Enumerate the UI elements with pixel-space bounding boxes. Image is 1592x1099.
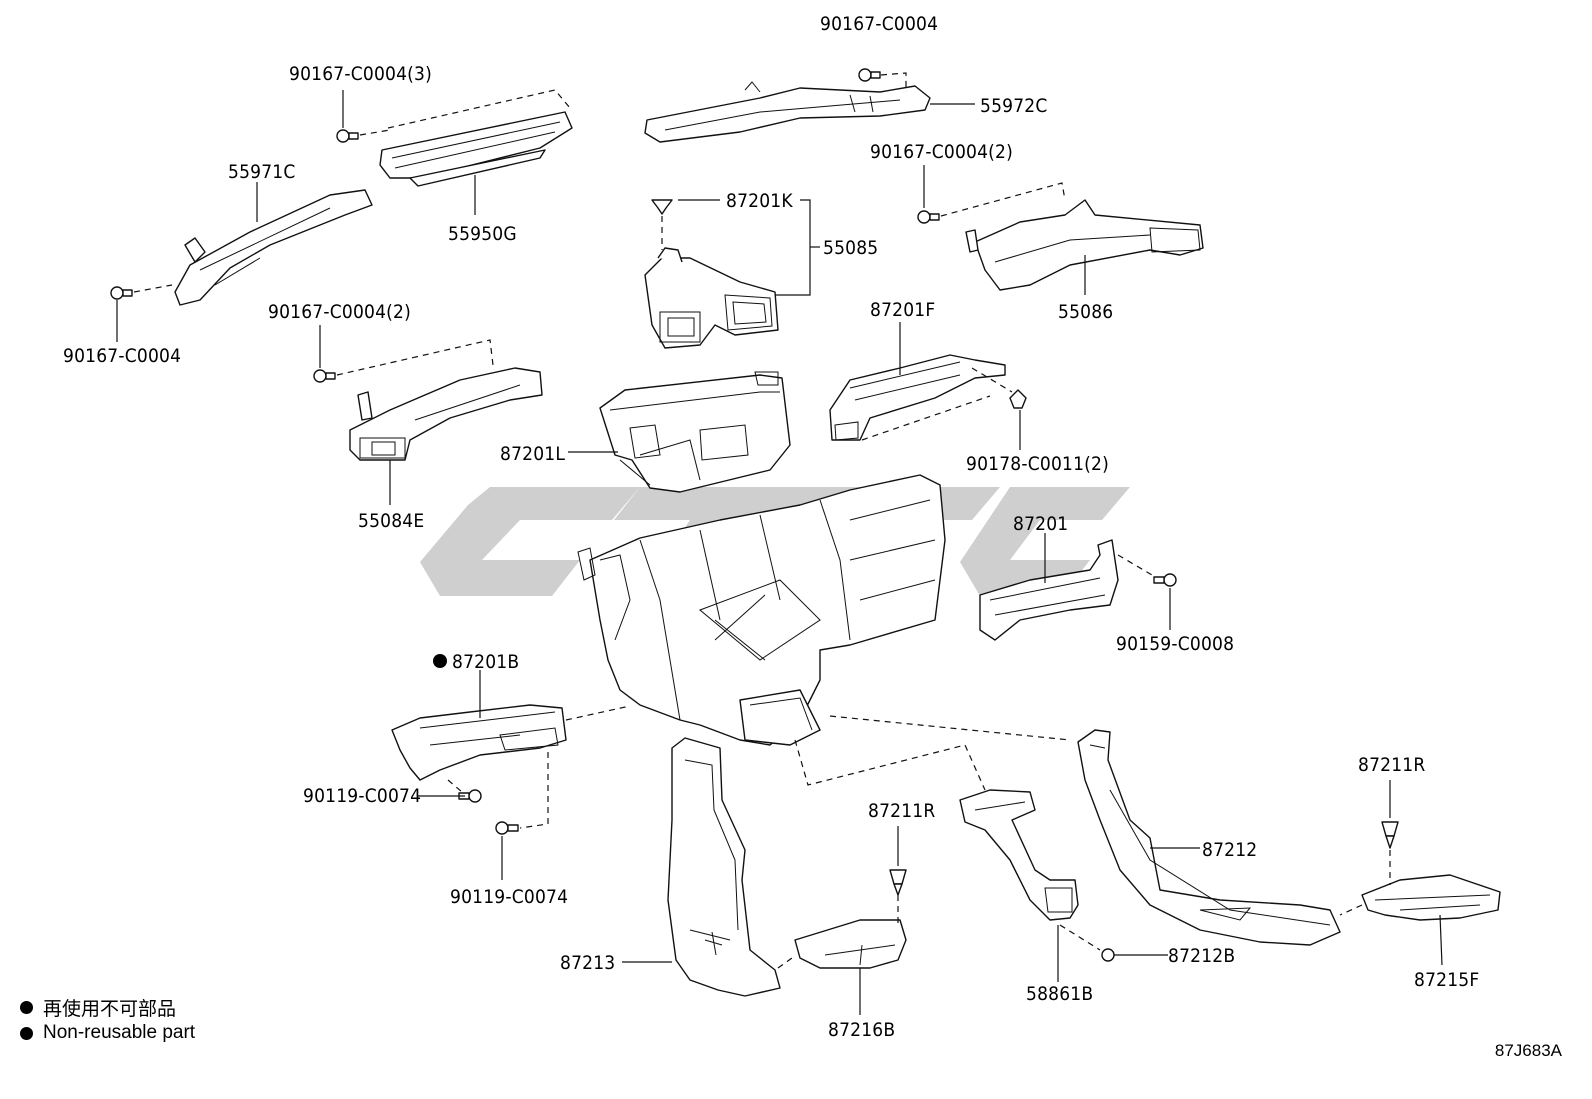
diagram-code: 87J683A [1494, 1041, 1562, 1060]
bolt-90167-2b [917, 210, 940, 224]
duct-87212 [1077, 729, 1341, 946]
label-55085: 55085 [823, 237, 878, 259]
plate-87216b [794, 919, 907, 969]
legend-text-en: Non-reusable part [43, 1022, 196, 1043]
label-90167-2a: 90167-C0004(2) [268, 301, 411, 323]
duct-55084e [349, 367, 543, 461]
bolt-90178 [1009, 389, 1027, 409]
bolt-90167-2a [313, 369, 336, 383]
label-87211r-mid: 87211R [868, 800, 935, 822]
label-87212b: 87212B [1168, 945, 1235, 967]
label-90167-2b: 90167-C0004(2) [870, 141, 1013, 163]
duct-87201b [391, 704, 567, 781]
legend: 再使用不可部品 Non-reusable part [20, 994, 195, 1046]
label-90119-b: 90119-C0074 [450, 886, 568, 908]
legend-dot-icon [20, 1000, 33, 1014]
label-90167-left: 90167-C0004 [63, 345, 181, 367]
bolt-90167-top [858, 68, 881, 82]
label-87215f: 87215F [1414, 969, 1479, 991]
label-58861b: 58861B [1026, 983, 1093, 1005]
label-87201b: 87201B [452, 651, 519, 673]
clip-87211r-right [1381, 821, 1399, 849]
clip-87201k [651, 199, 673, 215]
label-90119-a: 90119-C0074 [303, 785, 421, 807]
duct-55972c [644, 81, 931, 143]
duct-87201-side [979, 539, 1119, 641]
legend-dot-icon [20, 1026, 33, 1040]
bolt-90167-3 [336, 129, 359, 143]
label-55950g: 55950G [448, 223, 517, 245]
clip-87212b [1101, 948, 1115, 962]
duct-55086 [965, 199, 1204, 291]
bolt-90167-left [110, 286, 133, 300]
label-55084e: 55084E [358, 510, 424, 532]
duct-87201f [829, 354, 1006, 441]
bolt-90119-b [495, 821, 519, 835]
label-87213: 87213 [560, 952, 615, 974]
register-55085 [644, 247, 779, 349]
label-90167-3: 90167-C0004(3) [289, 63, 432, 85]
label-87211r-right: 87211R [1358, 754, 1425, 776]
label-87201f: 87201F [870, 299, 935, 321]
clip-87211r-mid [889, 869, 907, 896]
non-reusable-marker [433, 654, 447, 668]
heater-unit-main [577, 474, 946, 746]
legend-text-jp: 再使用不可部品 [43, 998, 177, 1020]
label-87212: 87212 [1202, 839, 1257, 861]
label-90159: 90159-C0008 [1116, 633, 1234, 655]
panel-55950g [379, 111, 573, 187]
case-87201l [599, 371, 791, 493]
label-90178: 90178-C0011(2) [966, 453, 1109, 475]
bolt-90159 [1153, 573, 1177, 587]
label-87201l: 87201L [500, 443, 565, 465]
label-55086: 55086 [1058, 301, 1113, 323]
label-87216b: 87216B [828, 1019, 895, 1041]
label-55972c: 55972C [980, 95, 1048, 117]
label-90167-top: 90167-C0004 [820, 13, 938, 35]
duct-58861b [959, 789, 1079, 921]
legend-row-jp: 再使用不可部品 [20, 994, 195, 1020]
duct-87213 [667, 737, 781, 997]
label-55971c: 55971C [228, 161, 296, 183]
duct-87215f [1361, 874, 1501, 921]
legend-row-en: Non-reusable part [20, 1020, 195, 1046]
label-87201: 87201 [1013, 513, 1068, 535]
label-87201k: 87201K [726, 190, 793, 212]
duct-55971c [174, 189, 373, 306]
